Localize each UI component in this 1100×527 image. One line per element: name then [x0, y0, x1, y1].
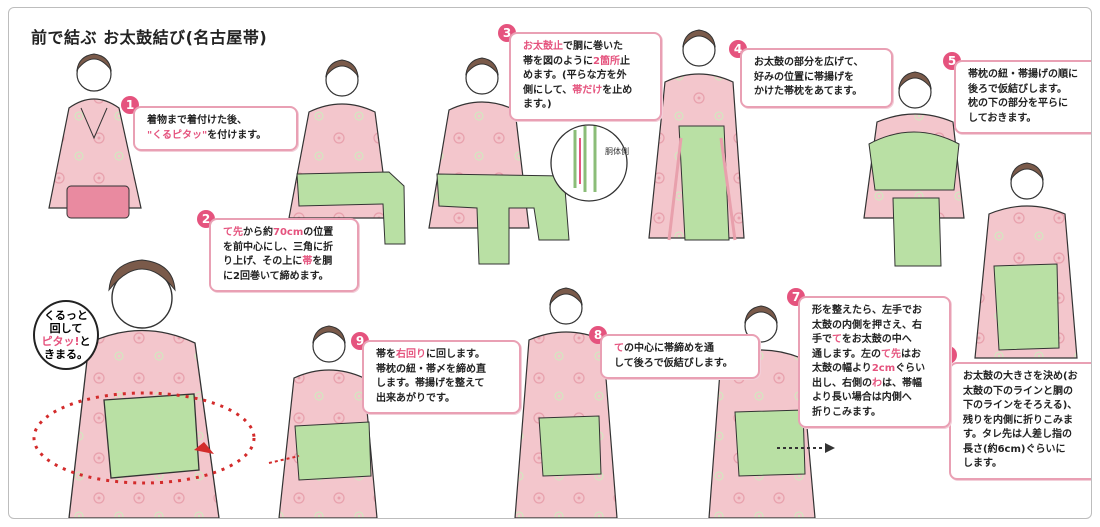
figure-step-3 — [428, 57, 628, 265]
step-6-text: お太鼓の大きさを決め(お 太鼓の下のラインと胴の 下のラインをそろえる)、 残り… — [963, 371, 1078, 469]
step-3-text-mid: で胴に巻いた 帯を図のように — [523, 41, 623, 67]
step-3-highlight-3: 帯だけ — [572, 84, 603, 96]
step-2-text-post2: を胴 に2回巻いて締めます。 — [223, 256, 333, 282]
step-3-highlight-1: お太鼓止 — [523, 41, 563, 52]
speech-bubble: くるっと 回して ピタッ!と きまる。 — [33, 300, 99, 370]
step-callout-7: 形を整えたら、左手でお 太鼓の内側を押さえ、右 手でてをお太鼓の中へ 通します。… — [798, 296, 951, 428]
bubble-line-3: ピタッ! — [41, 335, 80, 348]
step-8-highlight: て — [614, 343, 624, 354]
step-7-highlight-3: 2cm — [871, 363, 896, 374]
bubble-line-1: くるっと — [44, 309, 88, 322]
step-callout-1: 着物まで着付けた後、 "くるピタッ"を付けます。 — [133, 106, 298, 151]
step-9-highlight: 右回り — [396, 349, 426, 360]
step-7-text-post3: は、帯幅 より長い場合は内側へ 折りこみます。 — [812, 377, 922, 418]
inset-label-side: 胴体側 — [605, 147, 629, 156]
step-callout-6: お太鼓の大きさを決め(お 太鼓の下のラインと胴の 下のラインをそろえる)、 残り… — [949, 362, 1091, 480]
step-7-highlight-4: わ — [872, 377, 882, 389]
step-3-highlight-2: 2箇所 — [593, 55, 620, 67]
step-3-text-post: 止 めます。(平らな方を外 側にして、 — [523, 55, 630, 96]
step-7-text-post2: ぐらい 出し、右側の — [812, 363, 926, 389]
step-5-text: 帯枕の紐・帯揚げの順に 後ろで仮結びします。 枕の下の部分を平らに しておきます… — [968, 69, 1078, 124]
step-2-text-mid: から約 — [243, 227, 273, 238]
step-callout-9: 帯を右回りに回します。 帯枕の紐・帯〆を締め直 します。帯揚げを整えて 出来あが… — [362, 340, 521, 414]
step-8-text-post: の中心に帯締めを通 して後ろで仮結びします。 — [614, 343, 733, 369]
step-callout-4: お太鼓の部分を広げて、 好みの位置に帯揚げを かけた帯枕をあてます。 — [740, 48, 893, 108]
step-4-text: お太鼓の部分を広げて、 好みの位置に帯揚げを かけた帯枕をあてます。 — [754, 57, 864, 97]
step-3-text-post2: を止め ます。) — [523, 84, 633, 111]
step-2-highlight-1: て先 — [223, 227, 243, 238]
diagram-title: 前で結ぶ お太鼓結び(名古屋帯) — [31, 28, 268, 47]
figure-step-8 — [514, 287, 618, 518]
step-7-highlight-2: て先 — [881, 348, 901, 360]
diagram-frame: 前で結ぶ お太鼓結び(名古屋帯) — [8, 7, 1092, 519]
step-callout-5: 帯枕の紐・帯揚げの順に 後ろで仮結びします。 枕の下の部分を平らに しておきます… — [954, 60, 1091, 134]
figure-step-4 — [648, 29, 745, 241]
figure-step-5 — [863, 71, 965, 267]
step-7-highlight-1: て — [832, 334, 842, 345]
step-7-text-pre: 形を整えたら、左手でお 太鼓の内側を押さえ、右 手で — [812, 305, 922, 345]
step-2-highlight-2: 70cm — [273, 227, 304, 238]
step-callout-2: て先から約70cmの位置 を前中心にし、三角に折 り上げ、その上に帯を胴 に2回… — [209, 218, 359, 292]
step-1-text-pre: 着物まで着付けた後、 — [147, 115, 247, 126]
step-9-text-pre: 帯を — [376, 349, 396, 360]
figure-step-2 — [288, 59, 406, 245]
bubble-line-4: きまる。 — [44, 348, 88, 361]
step-1-text-post: を付けます。 — [207, 129, 267, 141]
step-9-text-post: に回します。 帯枕の紐・帯〆を締め直 します。帯揚げを整えて 出来あがりです。 — [376, 349, 486, 404]
bubble-line-2: 回して — [49, 322, 83, 335]
figure-step-1 — [48, 53, 142, 219]
step-callout-3: お太鼓止で胴に巻いた 帯を図のように2箇所止 めます。(平らな方を外 側にして、… — [509, 32, 662, 121]
step-1-highlight: "くるピタッ" — [147, 129, 208, 141]
step-2-highlight-3: 帯 — [302, 256, 313, 267]
step-callout-8: ての中心に帯締めを通 して後ろで仮結びします。 — [600, 334, 760, 379]
bubble-line-3-suffix: と — [79, 335, 91, 348]
figure-step-6 — [974, 162, 1078, 359]
figure-step-9 — [268, 325, 378, 518]
step-7-text-post: はお 太鼓の幅より — [812, 348, 921, 375]
figure-final-back — [32, 259, 256, 518]
step-2-text-post: の位置 を前中心にし、三角に折 り上げ、その上に — [223, 227, 334, 267]
illustration-layer — [32, 29, 1078, 518]
step-7-text-mid: をお太鼓の中へ 通します。左の — [812, 334, 912, 360]
